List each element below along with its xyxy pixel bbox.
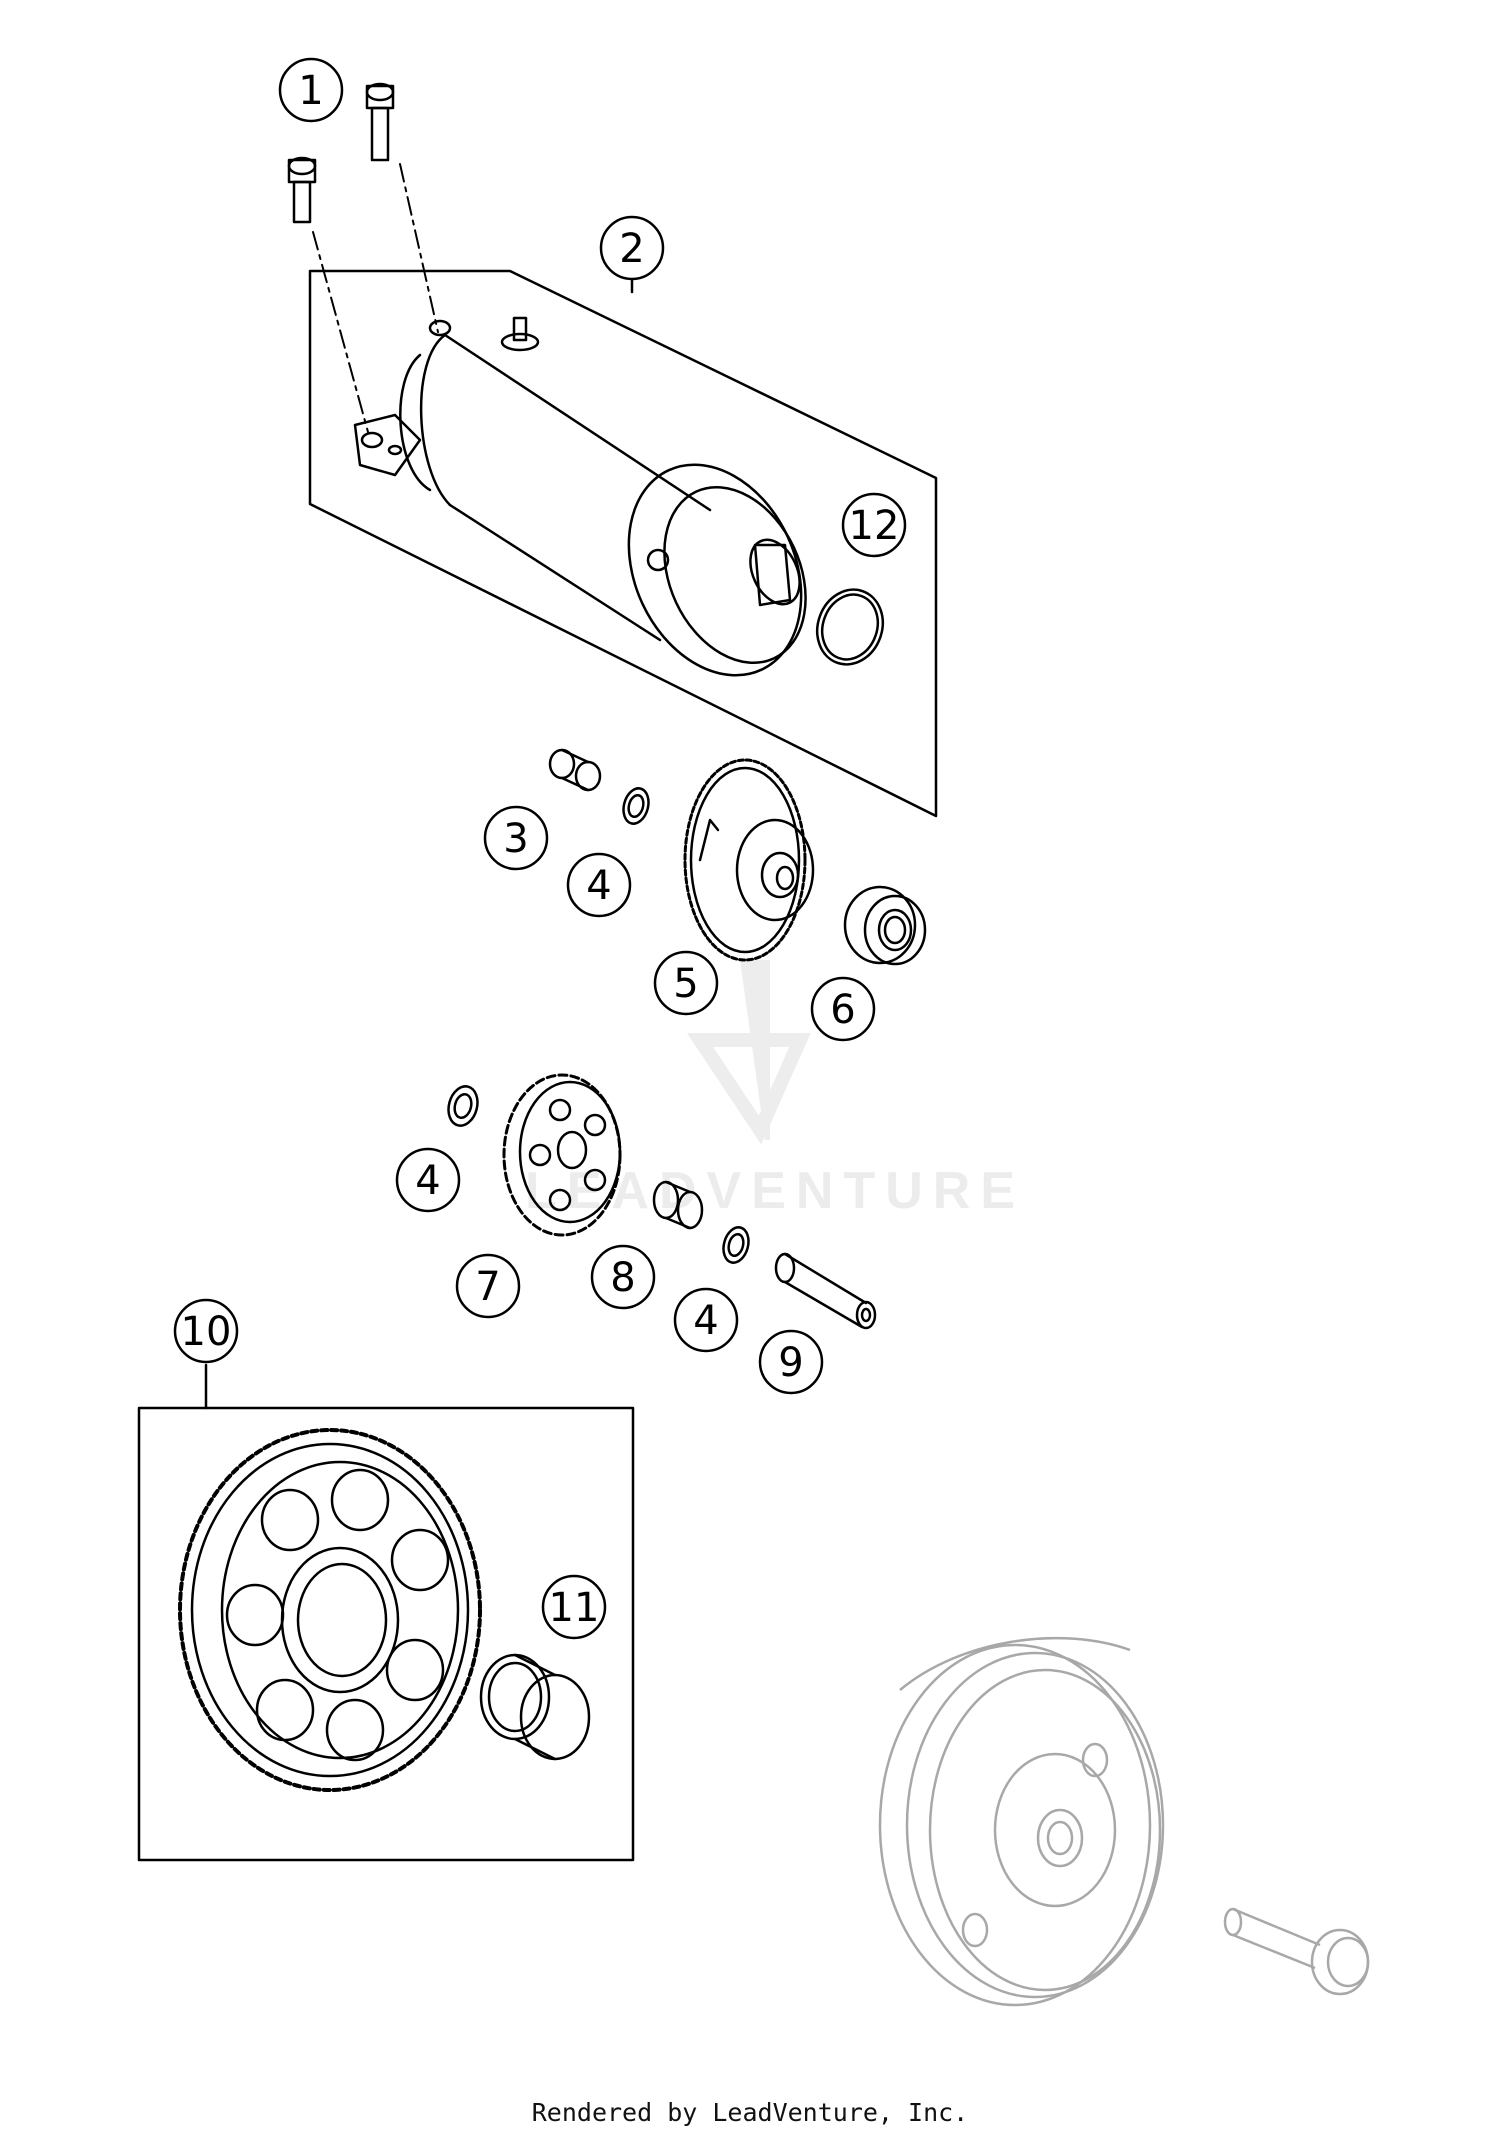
intermediate-gear <box>683 758 815 962</box>
callout-6: 6 <box>810 976 876 1042</box>
shaft <box>774 1252 877 1330</box>
svg-text:5: 5 <box>673 961 698 1007</box>
svg-text:1: 1 <box>298 68 323 114</box>
starter-motor <box>353 316 807 677</box>
callout-5: 5 <box>653 950 719 1016</box>
svg-text:2: 2 <box>619 226 644 272</box>
starter-gear <box>178 1428 482 1792</box>
callout-3: 3 <box>483 805 549 871</box>
callout-4-top: 4 <box>566 852 632 918</box>
callout-4-right: 4 <box>673 1287 739 1353</box>
bolt-1b <box>287 156 317 224</box>
washer-right <box>722 1226 750 1264</box>
bearing <box>843 885 927 966</box>
reference-flywheel <box>878 1636 1165 2007</box>
starter-motor-group-box <box>308 269 938 818</box>
leadventure-watermark: LEADVENTURE <box>525 960 1025 1220</box>
washer-mid <box>447 1085 479 1127</box>
o-ring <box>815 588 885 666</box>
callout-11: 11 <box>541 1574 607 1640</box>
callout-10: 10 <box>173 1298 239 1364</box>
callout-12: 12 <box>841 492 907 558</box>
svg-text:8: 8 <box>610 1255 635 1301</box>
needle-bearing <box>652 1180 704 1230</box>
starter-gear-group-box <box>137 1406 635 1862</box>
reference-flywheel-bolt <box>1223 1907 1370 1996</box>
svg-text:11: 11 <box>549 1585 600 1631</box>
freewheel-bushing <box>479 1653 591 1761</box>
svg-text:7: 7 <box>475 1264 500 1310</box>
watermark-text: LEADVENTURE <box>525 1162 1025 1220</box>
svg-text:12: 12 <box>849 503 900 549</box>
svg-text:3: 3 <box>503 816 528 862</box>
torque-limiter-gear <box>502 1073 622 1237</box>
bolt-1a <box>365 82 395 162</box>
callout-7: 7 <box>455 1253 521 1319</box>
svg-text:4: 4 <box>415 1158 440 1204</box>
washer-top <box>622 787 650 825</box>
callout-9: 9 <box>758 1329 824 1395</box>
svg-text:6: 6 <box>830 987 855 1033</box>
svg-text:9: 9 <box>778 1340 803 1386</box>
callout-2: 2 <box>599 215 665 281</box>
svg-text:10: 10 <box>181 1309 232 1355</box>
svg-text:4: 4 <box>586 863 611 909</box>
callout-4-mid: 4 <box>395 1147 461 1213</box>
callout-1: 1 <box>278 57 344 123</box>
svg-text:4: 4 <box>693 1298 718 1344</box>
footer-credit: Rendered by LeadVenture, Inc. <box>531 2098 969 2127</box>
callout-8: 8 <box>590 1244 656 1310</box>
bushing <box>548 748 602 792</box>
